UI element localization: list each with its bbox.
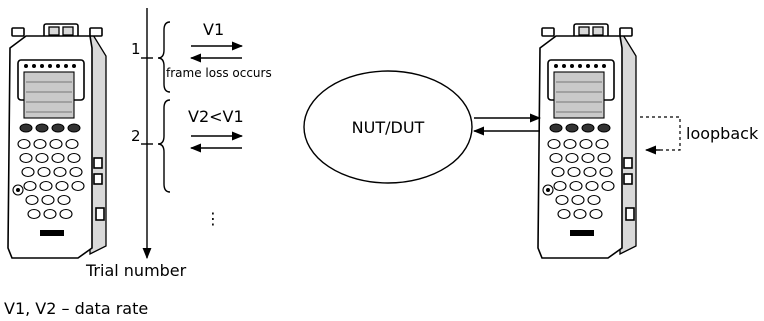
tick-1-label: 1 <box>131 40 141 58</box>
tick-2-label: 2 <box>131 127 141 145</box>
v1-label: V1 <box>203 20 224 39</box>
more-trials-ellipsis: ⋮ <box>205 209 221 228</box>
v2-label: V2<V1 <box>188 107 244 126</box>
right-tester-device <box>537 23 637 259</box>
left-tester-device <box>7 23 107 259</box>
nut-dut-ellipse <box>303 70 473 184</box>
nut-dut-label: NUT/DUT <box>352 118 425 137</box>
loopback-label: loopback <box>686 124 759 143</box>
trial-1-brace <box>157 21 171 93</box>
data-rate-legend: V1, V2 – data rate <box>4 299 148 318</box>
trial-2-brace <box>157 99 171 193</box>
frame-loss-label: frame loss occurs <box>166 66 272 80</box>
loopback-path <box>640 116 681 151</box>
trial-number-label: Trial number <box>85 261 187 280</box>
